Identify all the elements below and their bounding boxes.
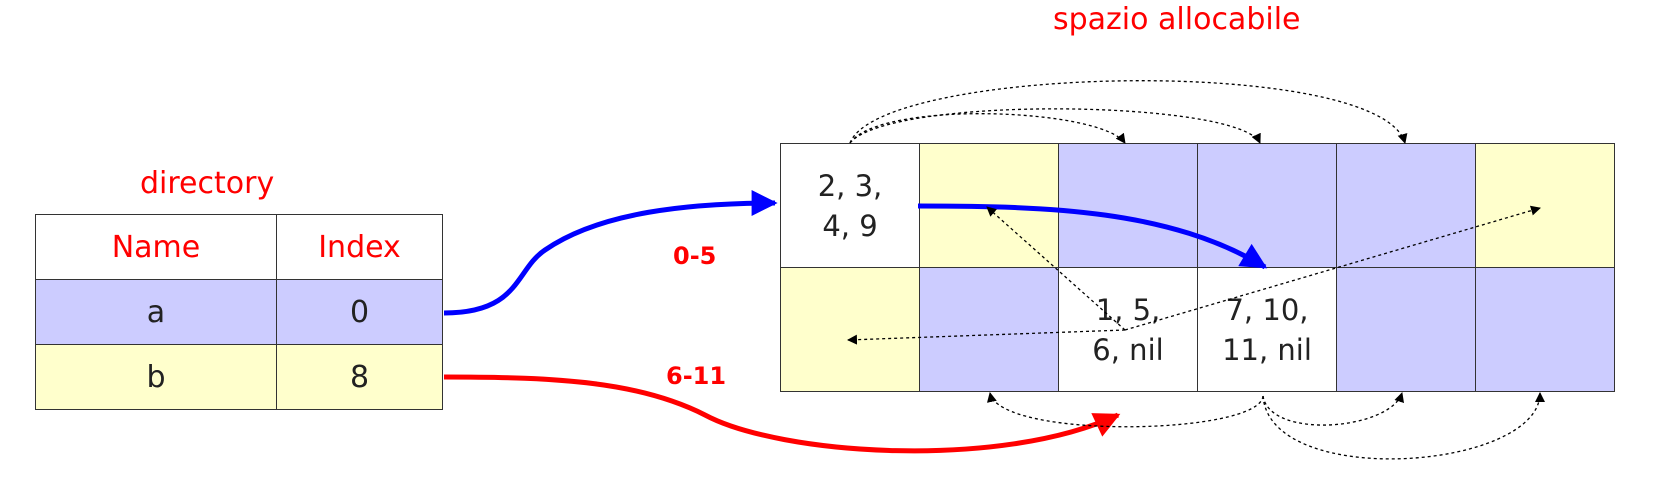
block-3 [1198, 144, 1337, 268]
block-10 [1337, 268, 1476, 392]
block-4 [1337, 144, 1476, 268]
header-index: Index [276, 214, 443, 280]
block-7 [920, 268, 1059, 392]
row-a-index: 0 [276, 279, 443, 345]
block-5 [1476, 144, 1615, 268]
block-2 [1059, 144, 1198, 268]
row-b-name: b [35, 344, 277, 410]
directory-header-row: Name Index [35, 214, 443, 280]
pointer-0-to-2 [849, 113, 1126, 144]
directory-title: directory [140, 166, 275, 201]
pointer-9-to-7 [987, 392, 1264, 428]
table-row: b 8 [35, 344, 443, 410]
arrow-a-to-block-0 [443, 190, 778, 316]
directory-table: Name Index a 0 b 8 [35, 214, 443, 410]
block-0: 2, 3, 4, 9 [781, 144, 920, 268]
range-label-b: 6-11 [666, 362, 727, 390]
pointer-9-to-10 [1262, 392, 1404, 426]
table-row: a 0 [35, 279, 443, 345]
block-6 [781, 268, 920, 392]
allocation-grid: 2, 3, 4, 9 1, 5, 6, nil 7, 10, 11, nil [780, 143, 1615, 392]
block-11 [1476, 268, 1615, 392]
pointer-9-to-11 [1262, 392, 1545, 460]
row-b-index: 8 [276, 344, 443, 410]
pointer-0-to-3 [849, 108, 1261, 144]
block-1 [920, 144, 1059, 268]
space-title: spazio allocabile [1053, 2, 1301, 37]
header-name: Name [35, 214, 277, 280]
block-9: 7, 10, 11, nil [1198, 268, 1337, 392]
range-label-a: 0-5 [673, 242, 717, 270]
row-a-name: a [35, 279, 277, 345]
pointer-0-to-4 [849, 80, 1408, 144]
block-8: 1, 5, 6, nil [1059, 268, 1198, 392]
